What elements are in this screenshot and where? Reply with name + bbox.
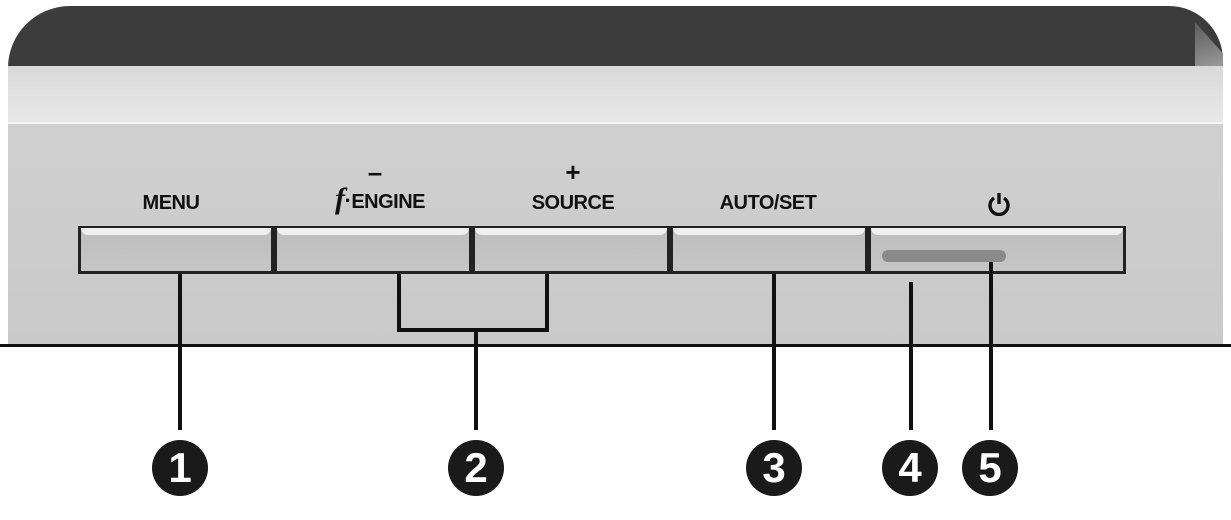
menu-label: MENU — [142, 192, 200, 214]
callout-4: 4 — [882, 440, 938, 496]
leader-bracket-bottom — [397, 328, 549, 332]
minus-symbol: – — [367, 157, 383, 187]
leader-line-2 — [474, 330, 478, 430]
leader-bracket-left — [397, 274, 401, 332]
callout-1: 1 — [152, 440, 208, 496]
monitor-bezel-top — [8, 6, 1223, 68]
fengine-label: f·ENGINE — [290, 184, 470, 214]
leader-line-4 — [909, 282, 913, 430]
power-icon — [988, 193, 1010, 216]
f-dot: · — [344, 188, 352, 213]
leader-line-1 — [178, 274, 182, 430]
leader-line-5 — [989, 262, 993, 430]
source-label: SOURCE — [531, 192, 615, 214]
autoset-label: AUTO/SET — [719, 192, 817, 214]
fengine-text: ENGINE — [351, 191, 425, 213]
callout-5: 5 — [962, 440, 1018, 496]
callout-2: 2 — [448, 440, 504, 496]
autoset-button[interactable] — [670, 226, 868, 274]
bezel-bottom-edge — [0, 344, 1231, 347]
fengine-button[interactable] — [274, 226, 472, 274]
plus-symbol: + — [565, 157, 581, 187]
bezel-strip — [8, 66, 1223, 125]
leader-bracket-right — [545, 274, 549, 332]
leader-line-3 — [772, 274, 776, 430]
callout-3: 3 — [746, 440, 802, 496]
power-indicator-led — [882, 250, 1006, 262]
f-symbol: f — [334, 182, 345, 215]
menu-button[interactable] — [78, 226, 274, 274]
source-button[interactable] — [472, 226, 670, 274]
